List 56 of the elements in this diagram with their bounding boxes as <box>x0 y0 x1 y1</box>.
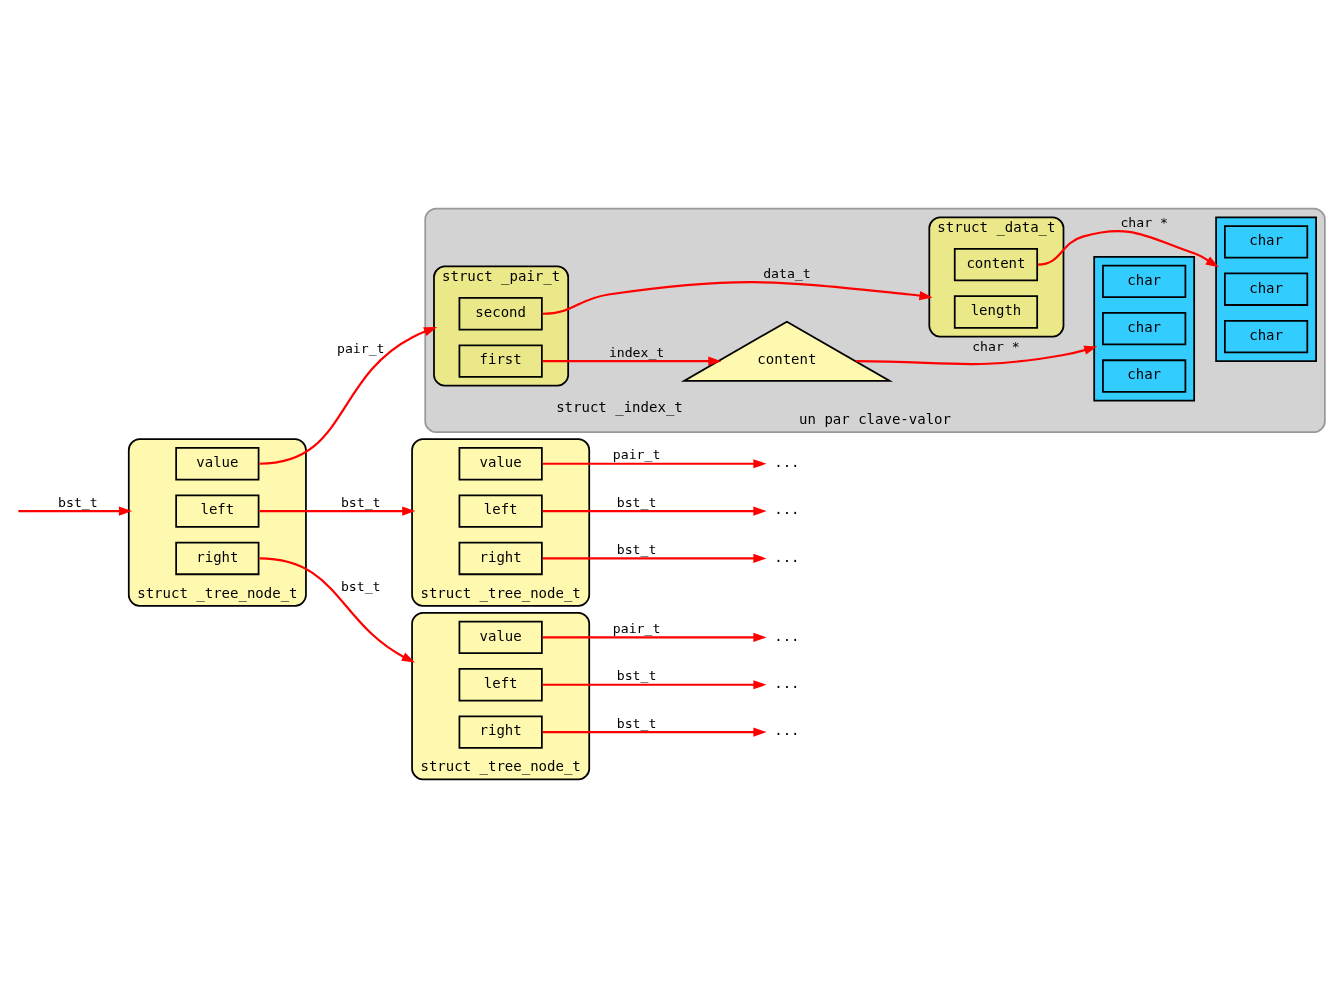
node-box: length <box>953 294 1039 329</box>
node-box: right <box>458 714 543 749</box>
node-box: right <box>458 541 543 575</box>
node-label: struct _index_t <box>556 398 683 415</box>
arrow <box>856 345 1098 365</box>
arrow <box>542 458 767 468</box>
edge-label: bst_t <box>616 667 657 683</box>
node-box: value <box>175 446 260 480</box>
node-box: char <box>1102 264 1187 298</box>
node-box: char <box>1224 224 1309 258</box>
node-box: second <box>458 296 543 330</box>
edge-label: index_t <box>608 344 665 360</box>
node-box: left <box>458 493 543 528</box>
node-box: char <box>1102 311 1187 345</box>
edge-label: bst_t <box>616 494 657 510</box>
edge-label: char * <box>972 338 1020 354</box>
node-box: char <box>1224 319 1309 353</box>
node-text: ... <box>774 674 800 691</box>
arrow <box>1037 229 1219 267</box>
node-box: left <box>458 667 543 701</box>
cluster <box>1093 255 1196 401</box>
arrow <box>542 679 767 689</box>
node-box: char <box>1224 272 1309 306</box>
arrow <box>18 506 133 516</box>
node-box: first <box>458 343 543 378</box>
arrow <box>259 506 416 516</box>
node-text: ... <box>774 453 800 470</box>
node-text: ... <box>774 721 800 738</box>
edge-label: bst_t <box>58 494 98 510</box>
node-text: ... <box>774 548 800 565</box>
node-box: content <box>953 247 1039 281</box>
edge-label: bst_t <box>616 715 657 731</box>
arrow <box>542 727 767 737</box>
node-box: right <box>175 541 260 575</box>
cluster <box>1215 215 1317 362</box>
node-box: value <box>458 620 543 654</box>
edge-label: pair_t <box>612 446 661 462</box>
edge-label: pair_t <box>612 620 661 636</box>
node-box: left <box>175 493 260 528</box>
arrow <box>542 506 767 516</box>
node-box: char <box>1102 358 1187 393</box>
arrow <box>259 326 438 465</box>
edge-label: bst_t <box>340 494 381 510</box>
arrow <box>259 556 416 663</box>
edge-label: bst_t <box>616 541 657 557</box>
edge-label: data_t <box>763 265 811 281</box>
edge-label: char * <box>1120 214 1168 230</box>
node-text: ... <box>774 500 800 517</box>
arrow <box>542 632 767 642</box>
arrow <box>542 553 767 563</box>
arrow <box>542 356 722 366</box>
edge-label: bst_t <box>340 578 381 594</box>
edge-label: pair_t <box>337 340 385 356</box>
node-box: value <box>458 446 543 480</box>
arrow <box>542 280 933 315</box>
node-text: ... <box>774 627 800 644</box>
